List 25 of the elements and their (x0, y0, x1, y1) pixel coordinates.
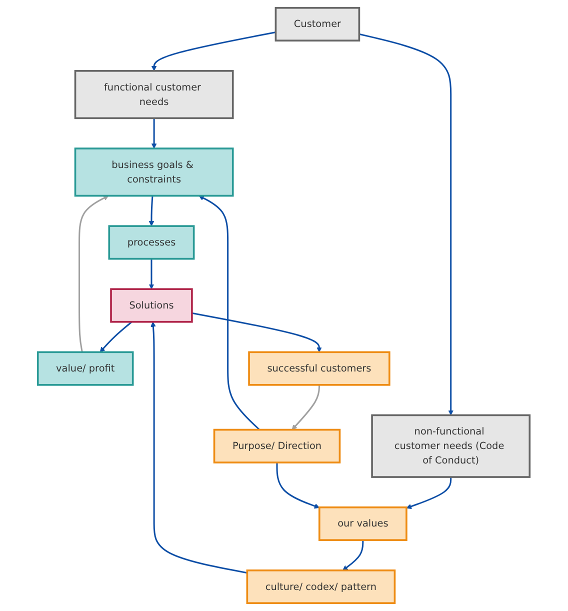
node-box: culture/ codex/ pattern (246, 570, 396, 604)
arrow (152, 118, 157, 149)
node-box: our values (318, 506, 408, 541)
arrow (406, 477, 452, 509)
node-box: processes (108, 225, 195, 260)
node-box: non-functional customer needs (Code of Conduct) (371, 414, 531, 478)
arrow (192, 312, 322, 352)
node-box: functional customer needs (74, 70, 234, 120)
arrow (149, 196, 154, 226)
arrow (292, 384, 320, 430)
arrow (359, 33, 454, 416)
arrow (149, 258, 154, 290)
arrow (152, 32, 276, 72)
arrow (100, 321, 133, 352)
node-box: successful customers (248, 351, 391, 386)
node-box: Purpose/ Direction (214, 428, 341, 464)
arrow (276, 462, 320, 509)
arrow (78, 196, 109, 352)
arrow (199, 196, 260, 430)
node-box: Solutions (110, 288, 194, 323)
arrow (342, 540, 364, 571)
arrow (150, 322, 248, 574)
node-box: value/ profit (37, 351, 134, 386)
node-box: Customer (275, 6, 360, 42)
node-box: business goals & constraints (74, 148, 234, 197)
